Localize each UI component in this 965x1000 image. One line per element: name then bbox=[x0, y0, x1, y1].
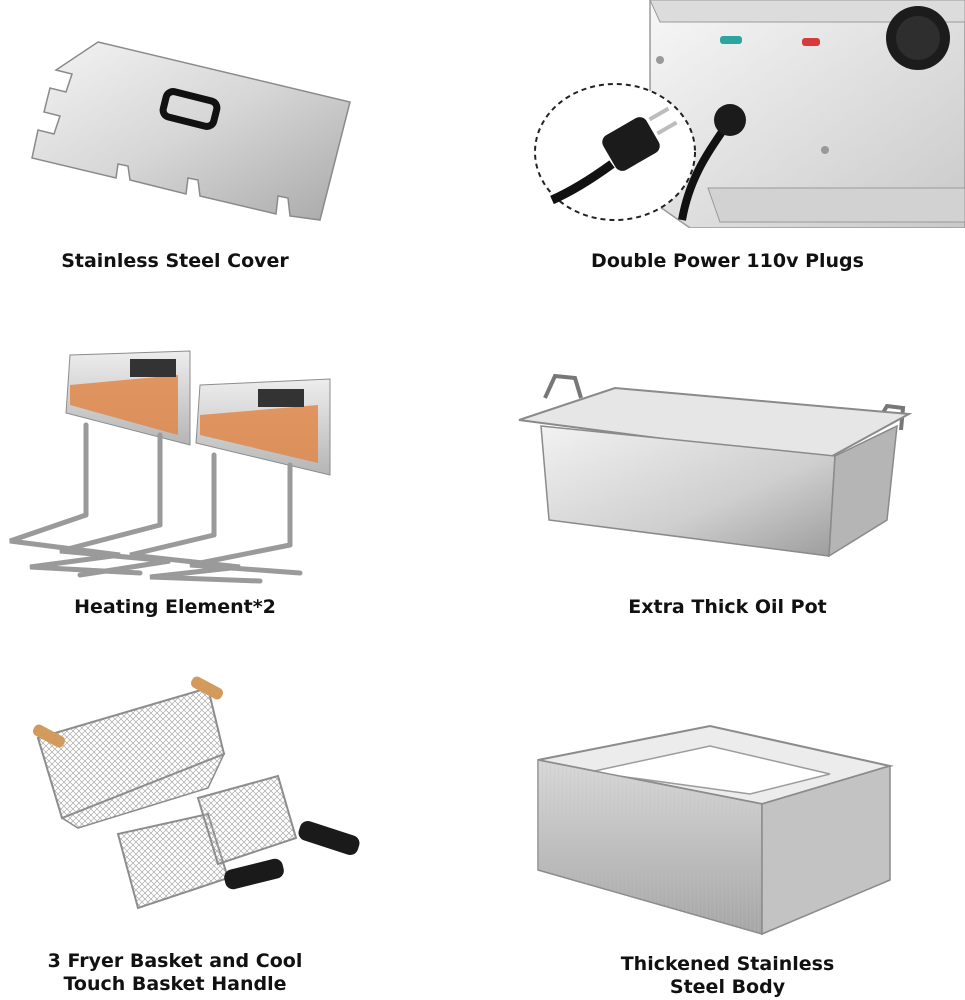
caption-steel-body: Thickened Stainless Steel Body bbox=[620, 953, 835, 998]
caption-heating-element: Heating Element*2 bbox=[74, 596, 276, 618]
basket-panel: 3 Fryer Basket and Cool Touch Basket Han… bbox=[0, 660, 480, 1000]
caption-fryer-basket: 3 Fryer Basket and Cool Touch Basket Han… bbox=[47, 950, 303, 995]
body-panel: Thickened Stainless Steel Body bbox=[490, 660, 965, 1000]
power-plug-callout bbox=[530, 80, 700, 230]
fryer-control-box-image bbox=[620, 0, 965, 228]
caption-stainless-steel-cover: Stainless Steel Cover bbox=[61, 250, 289, 272]
fryer-basket-image bbox=[28, 668, 368, 918]
stainless-steel-cover-image bbox=[20, 30, 360, 230]
cover-panel: Stainless Steel Cover bbox=[0, 0, 480, 300]
caption-double-power-plugs: Double Power 110v Plugs bbox=[591, 250, 864, 272]
heating-element-image bbox=[0, 345, 350, 585]
oil-pot-panel: Extra Thick Oil Pot bbox=[490, 330, 965, 630]
oil-pot-image bbox=[515, 370, 915, 570]
steel-body-image bbox=[530, 720, 910, 940]
caption-extra-thick-oil-pot: Extra Thick Oil Pot bbox=[628, 596, 827, 618]
plugs-panel: Double Power 110v Plugs bbox=[490, 0, 965, 300]
heating-panel: Heating Element*2 bbox=[0, 330, 480, 630]
